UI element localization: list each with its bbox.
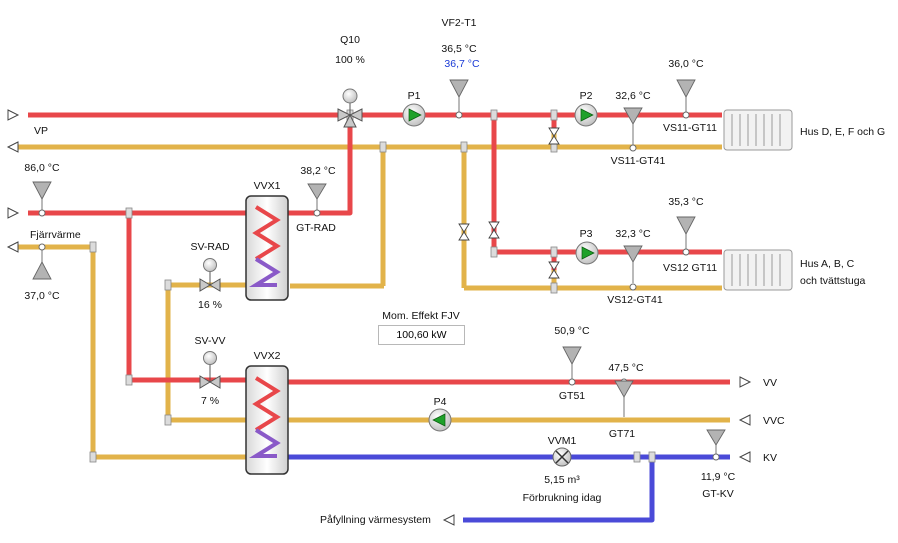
vf2-t1-value: 36,5 °C <box>441 43 477 55</box>
vf2-t1-label: VF2-T1 <box>441 17 477 29</box>
p2-label: P2 <box>579 90 593 102</box>
vs12-gt41-value: 32,3 °C <box>615 228 651 240</box>
pafyllning-label: Påfyllning värmesystem <box>320 514 431 526</box>
vs12-gt11-label: VS12 GT11 <box>662 262 718 274</box>
sv-rad-opening: 16 % <box>198 299 222 311</box>
effect-label: Mom. Effekt FJV <box>382 310 460 322</box>
fjv-return-temp: 37,0 °C <box>24 290 60 302</box>
q10-label: Q10 <box>340 34 360 46</box>
gt71-label: GT71 <box>608 428 636 440</box>
gt51-value: 50,9 °C <box>554 325 590 337</box>
pump-p1[interactable] <box>402 103 426 127</box>
cold-water-pipes <box>288 454 730 523</box>
vs11-gt11-value: 36,0 °C <box>668 58 704 70</box>
pump-p4[interactable] <box>428 408 452 432</box>
vs11-gt11-label: VS11-GT11 <box>663 122 717 134</box>
vvc-line-label: VVC <box>763 415 785 427</box>
building-abc-line1: Hus A, B, C <box>800 258 855 270</box>
vvm1-label: VVM1 <box>547 435 577 447</box>
vvx1-label: VVX1 <box>253 180 281 192</box>
flow-meter-vvm1[interactable] <box>552 447 572 467</box>
sv-rad-label: SV-RAD <box>190 241 230 253</box>
heat-exchanger-vvx2[interactable] <box>245 365 289 475</box>
sv-vv-label: SV-VV <box>194 335 226 347</box>
check-valves <box>458 127 560 279</box>
kv-line-label: KV <box>763 452 778 464</box>
gt-rad-value: 38,2 °C <box>300 165 336 177</box>
valve-q10[interactable] <box>337 88 363 128</box>
return-pipes <box>18 126 730 460</box>
valve-sv-vv[interactable] <box>199 351 221 389</box>
fjv-supply-temp: 86,0 °C <box>24 162 60 174</box>
fjarrvarme-label: Fjärrvärme <box>30 229 81 241</box>
q10-opening: 100 % <box>335 54 365 66</box>
vvm1-value: 5,15 m³ <box>544 474 580 486</box>
temp-sensor-icon <box>32 79 726 461</box>
vs11-gt41-value: 32,6 °C <box>615 90 651 102</box>
vp-line-label: VP <box>34 125 49 137</box>
p4-label: P4 <box>433 396 447 408</box>
vvx2-label: VVX2 <box>253 350 281 362</box>
heat-exchanger-vvx1[interactable] <box>245 195 289 301</box>
vs12-gt41-label: VS12-GT41 <box>607 294 663 306</box>
radiator-icon <box>723 109 793 291</box>
gt-kv-label: GT-KV <box>702 488 734 500</box>
gt71-value: 47,5 °C <box>608 362 644 374</box>
effect-value: 100,60 kW <box>378 325 465 345</box>
pump-p3[interactable] <box>575 241 599 265</box>
vvm1-caption: Förbrukning idag <box>522 492 602 504</box>
gt51-label: GT51 <box>558 390 586 402</box>
pump-p2[interactable] <box>574 103 598 127</box>
gt-rad-label: GT-RAD <box>296 222 336 234</box>
building-abc-line2: och tvättstuga <box>800 275 866 287</box>
vf2-t1-setpoint[interactable]: 36,7 °C <box>444 58 480 70</box>
valve-sv-rad[interactable] <box>199 258 221 292</box>
vs12-gt11-value: 35,3 °C <box>668 196 704 208</box>
gt-kv-value: 11,9 °C <box>700 471 736 483</box>
p1-label: P1 <box>407 90 421 102</box>
p3-label: P3 <box>579 228 593 240</box>
vs11-gt41-label: VS11-GT41 <box>610 155 666 167</box>
sv-vv-opening: 7 % <box>200 395 220 407</box>
vv-line-label: VV <box>763 377 778 389</box>
flow-arrow-icon <box>6 109 752 526</box>
building-defg: Hus D, E, F och G <box>800 126 886 138</box>
